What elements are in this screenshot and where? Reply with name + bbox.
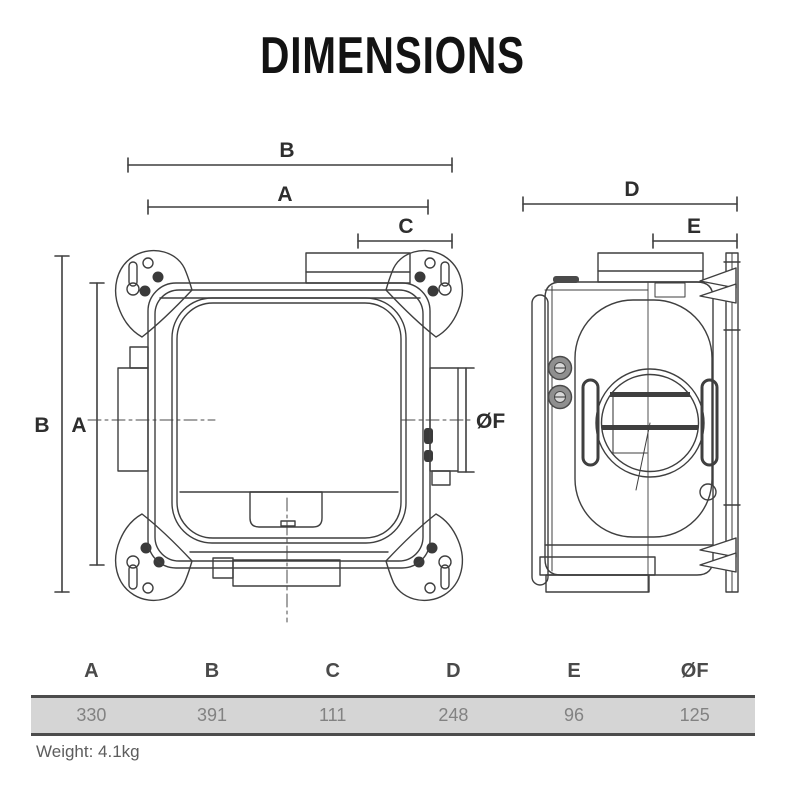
front-view <box>114 249 464 602</box>
side-top-duct <box>597 252 704 298</box>
side-fan-inlet <box>595 368 705 491</box>
side-scroll-housing <box>574 299 713 538</box>
dim-line-e <box>652 233 738 249</box>
side-bottom-duct <box>539 544 714 593</box>
table-header-cell: ØF <box>680 660 709 682</box>
dim-line-b-horizontal <box>127 157 453 173</box>
side-top-tab <box>553 276 579 283</box>
front-right-spigot <box>424 367 459 486</box>
dim-label-f: ØF <box>476 410 505 433</box>
table-header-row: A B C D E ØF <box>31 650 755 695</box>
side-body <box>544 281 714 576</box>
dimension-diagram: B A C D E B A ØF <box>34 139 741 623</box>
dimension-lines <box>54 157 738 593</box>
table-value-cell: 391 <box>196 705 228 725</box>
dim-label-e: E <box>687 215 701 238</box>
table-value-cell: 125 <box>679 705 710 725</box>
dim-label-a-horizontal: A <box>277 183 292 206</box>
dim-label-d: D <box>624 178 639 201</box>
center-lines <box>87 419 475 623</box>
table-value-cell: 248 <box>438 705 469 725</box>
front-left-spigot <box>117 346 149 472</box>
table-value-row: 330 391 111 248 96 125 <box>31 695 755 736</box>
table-value-cell: 96 <box>564 705 585 725</box>
front-access-tab <box>249 491 323 528</box>
side-view <box>531 252 741 593</box>
dim-label-c: C <box>398 215 413 238</box>
dim-label-b-horizontal: B <box>279 139 294 162</box>
dim-line-a-vertical <box>89 282 105 566</box>
side-flange <box>699 252 741 593</box>
dimensions-table: A B C D E ØF 330 391 111 248 96 125 <box>31 650 755 736</box>
side-screws <box>547 355 573 410</box>
table-header-cell: A <box>84 660 99 682</box>
dim-label-a-vertical: A <box>71 414 86 437</box>
side-left-lip <box>531 294 549 586</box>
front-panel-outer <box>171 297 407 544</box>
table-header-cell: B <box>204 660 220 682</box>
dim-line-b-vertical <box>54 255 70 593</box>
dim-label-b-vertical: B <box>34 414 49 437</box>
page-title: DIMENSIONS <box>260 27 525 85</box>
front-bottom-duct <box>212 557 341 587</box>
table-header-cell: D <box>446 660 461 682</box>
table-value-cell: 330 <box>76 705 107 725</box>
dim-line-f <box>457 367 475 473</box>
side-slots <box>581 378 719 467</box>
weight-label: Weight: 4.1kg <box>36 742 140 761</box>
table-value-cell: 111 <box>318 705 347 725</box>
side-small-hole <box>699 483 717 501</box>
front-body-inner <box>154 289 424 562</box>
dim-line-a-horizontal <box>147 199 429 215</box>
dim-line-c <box>357 233 453 249</box>
dim-line-d <box>522 196 738 212</box>
table-header-cell: C <box>325 660 340 682</box>
table-header-cell: E <box>567 660 581 682</box>
front-body-outer <box>147 282 431 569</box>
front-panel-inner <box>176 302 402 539</box>
